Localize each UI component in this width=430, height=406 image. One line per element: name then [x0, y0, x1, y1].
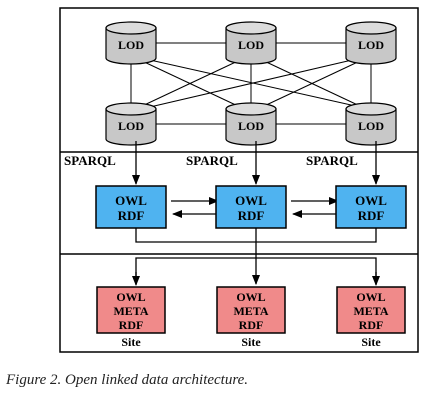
rdf-label: RDF	[119, 318, 144, 332]
figure-number: Figure 2.	[6, 372, 62, 388]
lod-label: LOD	[238, 119, 264, 133]
lod-label: LOD	[118, 38, 144, 52]
owl-label: OWL	[116, 290, 145, 304]
lod-cylinder-2: LOD	[225, 21, 277, 65]
rdf-label: RDF	[238, 208, 265, 223]
meta-label: META	[113, 304, 148, 318]
site-nodes: OWLMETARDFSiteOWLMETARDFSiteOWLMETARDFSi…	[96, 286, 406, 349]
owl-label: OWL	[235, 193, 267, 208]
owl-label: OWL	[355, 193, 387, 208]
sparql-label-2: SPARQL	[186, 153, 238, 168]
site-label-1: Site	[121, 335, 141, 349]
lod-label: LOD	[358, 38, 384, 52]
sparql-label-3: SPARQL	[306, 153, 358, 168]
owl-label: OWL	[236, 290, 265, 304]
lod-cylinder-6: LOD	[345, 102, 397, 146]
site-label-3: Site	[361, 335, 381, 349]
lod-cylinder-4: LOD	[105, 102, 157, 146]
figure-caption: Figure 2. Open linked data architecture.	[6, 372, 248, 389]
owl-label: OWL	[115, 193, 147, 208]
meta-label: META	[353, 304, 388, 318]
diagram-frame	[59, 7, 419, 353]
lod-nodes: LOD LOD LOD LOD LOD LOD	[105, 21, 397, 146]
rdf-label: RDF	[359, 318, 384, 332]
lod-label: LOD	[238, 38, 264, 52]
site-links	[132, 228, 380, 286]
rdf-label: RDF	[239, 318, 264, 332]
rdf-label: RDF	[358, 208, 385, 223]
caption-text: Open linked data architecture.	[65, 372, 249, 388]
sparql-label-1: SPARQL	[64, 153, 116, 168]
lod-label: LOD	[118, 119, 144, 133]
rdf-label: RDF	[118, 208, 145, 223]
owl-label: OWL	[356, 290, 385, 304]
lod-cylinder-5: LOD	[225, 102, 277, 146]
meta-label: META	[233, 304, 268, 318]
lod-connections	[130, 42, 372, 125]
lod-cylinder-3: LOD	[345, 21, 397, 65]
sparql-links: SPARQL SPARQL SPARQL	[64, 141, 380, 185]
site-label-2: Site	[241, 335, 261, 349]
lod-cylinder-1: LOD	[105, 21, 157, 65]
lod-label: LOD	[358, 119, 384, 133]
